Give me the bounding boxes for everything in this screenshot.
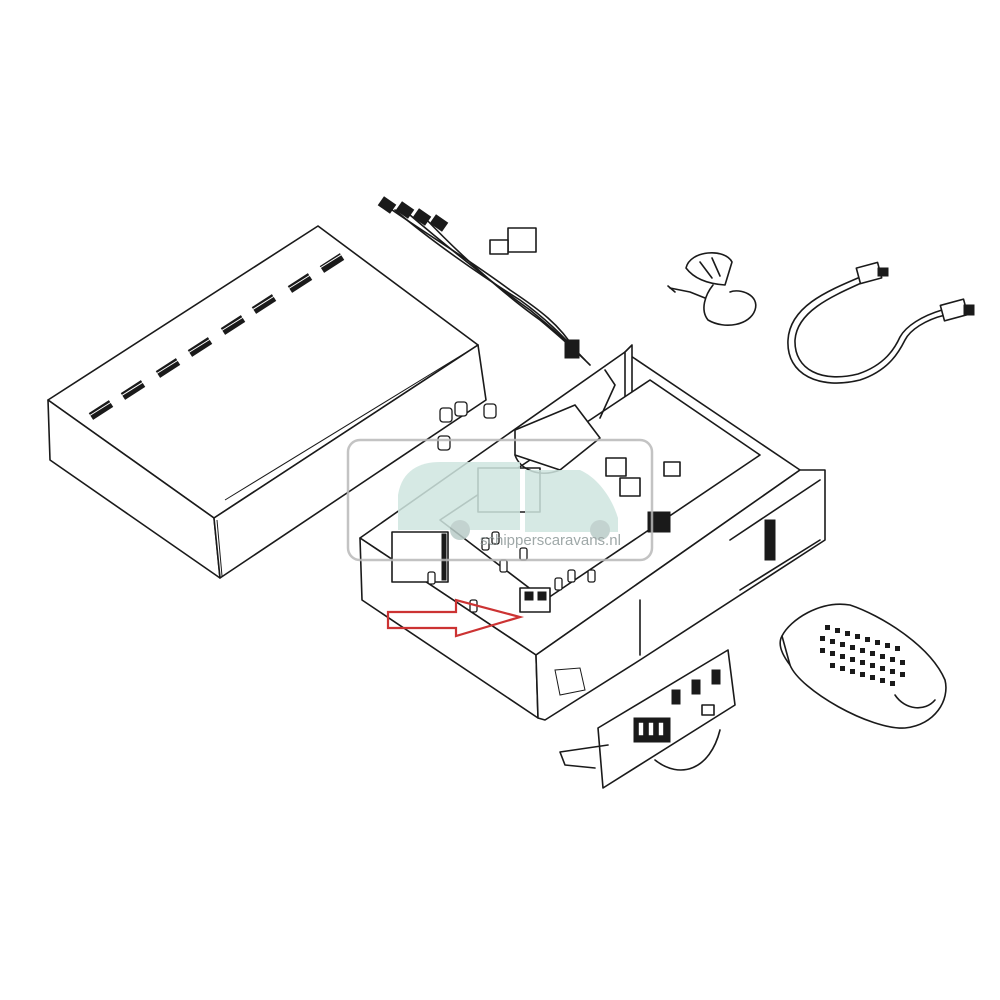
remote-control	[779, 603, 947, 729]
cover-vents	[88, 252, 345, 420]
front-panel-board	[559, 649, 736, 789]
van-icon	[525, 470, 618, 532]
watermark-logo: schipperscaravans.nl	[346, 438, 654, 562]
indicator-arrow	[386, 598, 525, 638]
caravan-icon	[398, 462, 520, 530]
top-cover	[47, 225, 487, 579]
antenna	[667, 252, 757, 326]
power-cable	[787, 261, 975, 384]
wiring-harness	[377, 196, 591, 366]
watermark-text: schipperscaravans.nl	[480, 532, 621, 549]
